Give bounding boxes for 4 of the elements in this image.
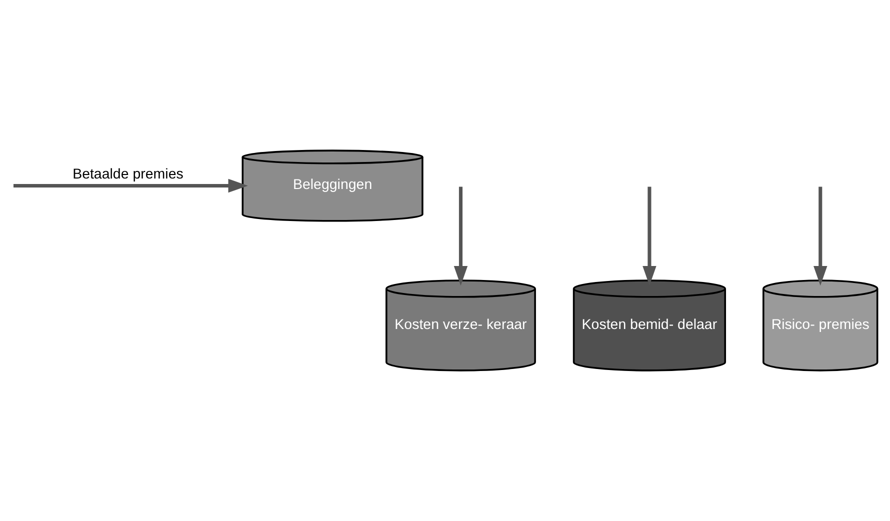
edge-label: Betaalde premies — [72, 166, 184, 182]
arrow — [454, 186, 468, 286]
arrow — [13, 178, 248, 193]
arrow — [814, 186, 828, 286]
